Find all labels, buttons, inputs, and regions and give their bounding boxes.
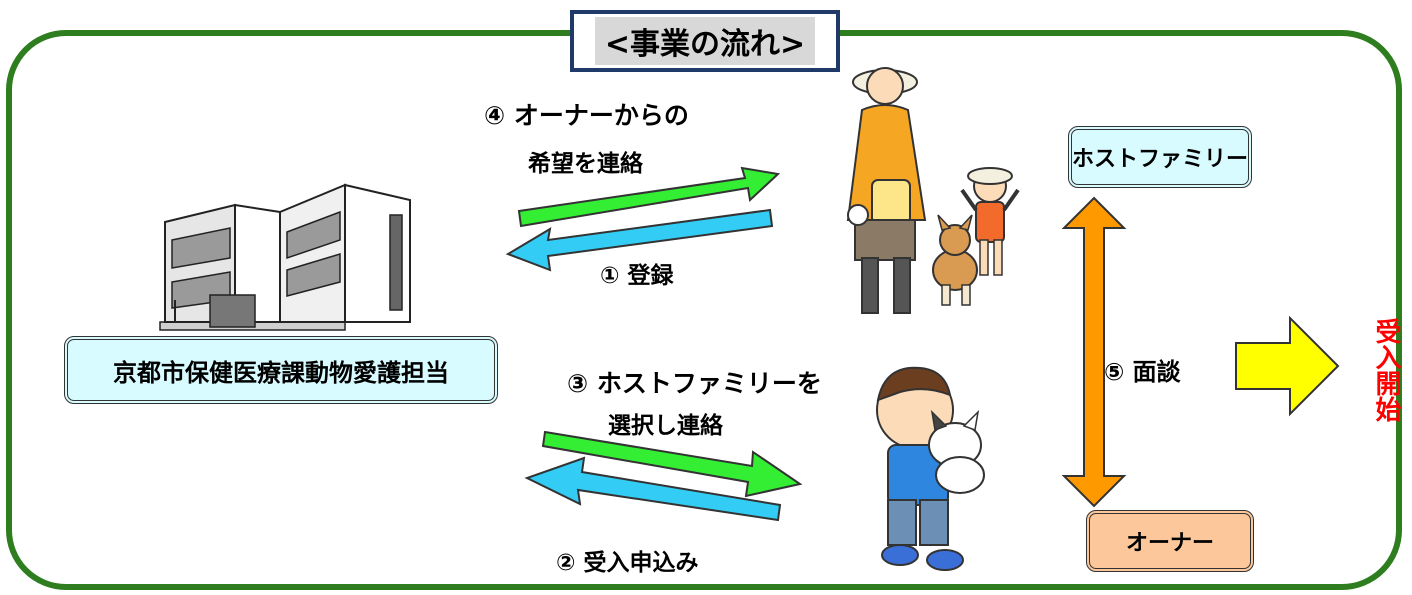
step1-label: ① 登録 — [600, 263, 674, 289]
step3-label-line2: 選択し連絡 — [608, 413, 723, 439]
step5-label: ⑤ 面談 — [1104, 358, 1181, 386]
building-illustration — [159, 183, 411, 331]
host-family-box: ホストファミリー — [1068, 126, 1252, 188]
arrow-step2 — [524, 456, 782, 522]
arrow-step4 — [517, 166, 781, 228]
step2-label: ② 受入申込み — [556, 550, 699, 576]
organization-label: 京都市保健医療課動物愛護担当 — [113, 358, 449, 387]
owner-box: オーナー — [1086, 510, 1254, 572]
arrow-to-accept — [1235, 315, 1340, 417]
accept-start-label: 受入開始 — [1371, 318, 1401, 422]
woman-child-dog-illustration — [846, 67, 1020, 314]
organization-box: 京都市保健医療課動物愛護担当 — [64, 336, 498, 404]
page-title: <事業の流れ> — [594, 17, 816, 65]
arrow-step5 — [1061, 196, 1127, 508]
boy-with-cat-illustration — [876, 366, 985, 571]
owner-label: オーナー — [1125, 531, 1214, 556]
step4-label-line1: ④ オーナーからの — [484, 101, 689, 130]
step4-label-line2: 希望を連絡 — [528, 151, 643, 177]
step3-label-line1: ③ ホストファミリーを — [567, 369, 822, 398]
host-family-label: ホストファミリー — [1072, 147, 1249, 172]
title-box: <事業の流れ> — [570, 10, 840, 72]
arrow-step3 — [541, 430, 803, 498]
arrow-step1 — [505, 208, 774, 272]
